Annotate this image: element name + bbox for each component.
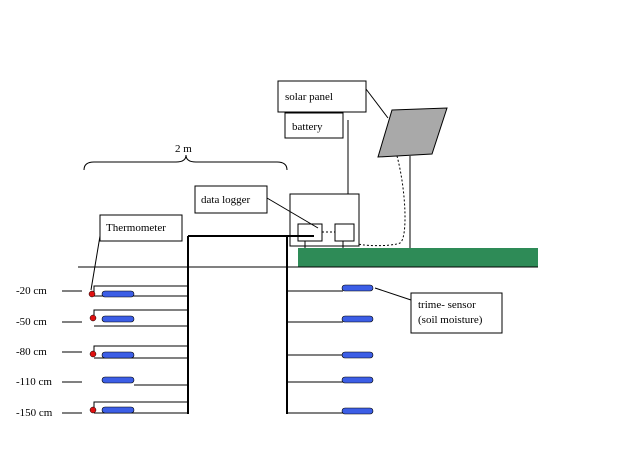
- left-sensor-wire: [93, 401, 188, 408]
- right-soil-sensor: [341, 284, 374, 292]
- left-sensor-wire: [93, 309, 188, 315]
- right-soil-sensor: [341, 376, 374, 384]
- depth-row-2: -50 cm: [16, 309, 374, 328]
- trime-sensor-label-line1: trime- sensor: [418, 299, 476, 311]
- depth-row-3: -80 cm: [16, 345, 374, 359]
- thermometer-label: Thermometer: [106, 222, 166, 234]
- solar-panel-icon: [377, 107, 448, 158]
- right-soil-sensor: [341, 351, 374, 359]
- thermometer-icon: [88, 290, 96, 298]
- battery-label: battery: [292, 121, 323, 133]
- thermometer-pointer: [90, 235, 101, 291]
- depth-label: -150 cm: [16, 407, 53, 419]
- depth-label: -50 cm: [16, 316, 47, 328]
- depth-row-5: -150 cm: [16, 401, 374, 419]
- solar-panel-label-box: [277, 80, 367, 113]
- left-sensor-wire: [93, 285, 188, 292]
- thermometer-icon: [89, 350, 97, 358]
- right-soil-sensor: [341, 407, 374, 415]
- battery-label-box: [284, 112, 344, 139]
- depth-row-4: -110 cm: [16, 376, 374, 388]
- thermometer-icon: [89, 314, 97, 322]
- left-soil-sensor: [101, 290, 135, 298]
- depth-label: -110 cm: [16, 376, 52, 388]
- data-logger-label-box: [194, 185, 268, 214]
- data-logger-unit: [297, 223, 323, 242]
- distance-bracket: [83, 154, 288, 171]
- ground-surface: [298, 248, 538, 267]
- solar-panel-label: solar panel: [285, 91, 333, 103]
- data-logger-pointer: [266, 197, 319, 229]
- left-soil-sensor: [101, 406, 135, 414]
- depth-row-1: -20 cm: [16, 284, 374, 298]
- battery-unit: [334, 223, 355, 242]
- thermometer-label-box: [99, 214, 183, 242]
- left-soil-sensor: [101, 315, 135, 323]
- solar-panel-pointer: [365, 88, 389, 119]
- depth-label: -80 cm: [16, 346, 47, 358]
- right-soil-sensor: [341, 315, 374, 323]
- trime-sensor-pointer: [374, 287, 412, 301]
- trime-sensor-label-box: [410, 292, 503, 334]
- left-soil-sensor: [101, 351, 135, 359]
- trime-sensor-label-line2: (soil moisture): [418, 314, 483, 326]
- left-soil-sensor: [101, 376, 135, 384]
- thermometer-icon: [89, 406, 97, 414]
- solar-cable: [354, 155, 406, 247]
- depth-label: -20 cm: [16, 285, 47, 297]
- data-logger-label: data logger: [201, 194, 251, 206]
- distance-label: 2 m: [175, 143, 192, 155]
